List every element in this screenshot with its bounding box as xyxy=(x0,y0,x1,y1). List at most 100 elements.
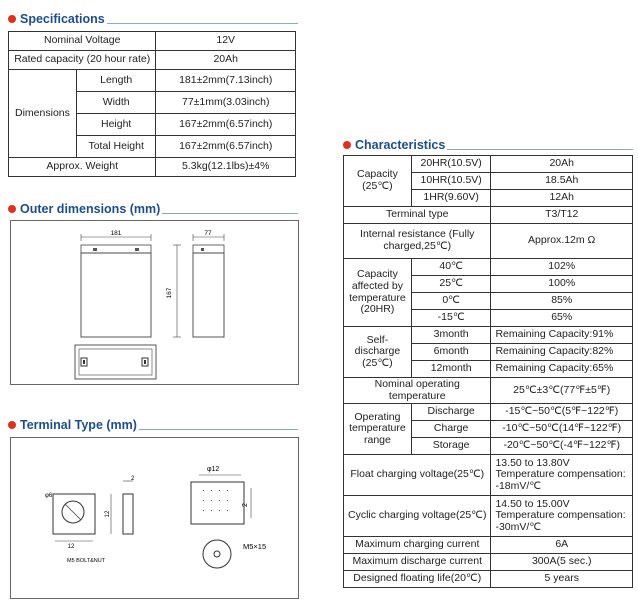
capacity-10hr-value: 18.5Ah xyxy=(490,172,633,190)
sd-3m-cond: 3month xyxy=(410,326,492,344)
op-storage-cond: Storage xyxy=(410,437,492,455)
divider xyxy=(106,22,298,24)
temp-m15-cond: -15℃ xyxy=(410,309,492,327)
section-title: Outer dimensions (mm) xyxy=(20,202,161,216)
cyclic-voltage-value: 14.50 to 15.00V Temperature compensation… xyxy=(490,495,633,537)
outer-dimensions-svg: 181 77 167 xyxy=(74,230,225,380)
divider xyxy=(447,148,633,150)
characteristics-header: Characteristics xyxy=(343,138,633,152)
temp-40-value: 102% xyxy=(490,258,633,276)
self-discharge-label: Self-discharge (25℃) xyxy=(343,326,412,378)
nut-icon xyxy=(202,539,232,569)
capacity-1hr-value: 12Ah xyxy=(490,189,633,207)
floating-life-label: Designed floating life(20℃) xyxy=(342,570,492,588)
cyclic-voltage-label: Cyclic charging voltage(25℃) xyxy=(342,495,492,537)
characteristics-table: Capacity (25℃)20HR(10.5V)20Ah 10HR(10.5V… xyxy=(342,155,633,588)
temp-0-value: 85% xyxy=(490,292,633,310)
divider xyxy=(138,428,298,430)
width-value: 77±1mm(3.03inch) xyxy=(155,91,296,114)
max-discharge-label: Maximum discharge current xyxy=(342,553,492,571)
bullet-dot-icon xyxy=(8,205,16,213)
rated-capacity-label: Rated capacity (20 hour rate) xyxy=(7,50,157,70)
temp-25-value: 100% xyxy=(490,275,633,293)
op-range-label: Operating temperature range xyxy=(343,403,412,455)
max-discharge-value: 300A(5 sec.) xyxy=(490,553,633,571)
outer-dimensions-header: Outer dimensions (mm) xyxy=(8,202,298,216)
capacity-20hr-value: 20Ah xyxy=(490,155,633,173)
terminal-icon xyxy=(201,248,204,251)
section-title: Characteristics xyxy=(355,138,446,152)
op-charge-cond: Charge xyxy=(410,420,492,438)
max-charge-value: 6A xyxy=(490,536,633,554)
capacity-20hr-cond: 20HR(10.5V) xyxy=(410,155,492,173)
section-title: Specifications xyxy=(20,12,105,26)
specifications-header: Specifications xyxy=(8,12,298,26)
float-voltage-label: Float charging voltage(25℃) xyxy=(342,454,492,496)
m5-label: M5×15 xyxy=(243,542,266,551)
nominal-temp-value: 25℃±3℃(77℉±5℉) xyxy=(490,377,633,404)
phi12-label: φ12 xyxy=(207,466,219,473)
weight-value: 5.3kg(12.1lbs)±4% xyxy=(155,157,296,177)
terminal-plate xyxy=(52,493,96,535)
dim-2-label: 2 xyxy=(242,503,249,507)
nominal-voltage-label: Nominal Voltage xyxy=(7,31,157,51)
hole-diameter-label: φ6 xyxy=(45,493,53,499)
float-voltage-value: 13.50 to 13.80V Temperature compensation… xyxy=(490,454,633,496)
temp-m15-value: 65% xyxy=(490,309,633,327)
op-charge-value: -10℃~50℃(14℉~122℉) xyxy=(490,420,633,438)
capacity-label: Capacity (25℃) xyxy=(343,155,412,207)
capacity-1hr-cond: 1HR(9.60V) xyxy=(410,189,492,207)
temp-40-cond: 40℃ xyxy=(410,258,492,276)
op-discharge-cond: Discharge xyxy=(410,403,492,421)
outer-dimensions-drawing: 181 77 167 xyxy=(10,220,299,385)
sd-6m-value: Remaining Capacity:82% xyxy=(490,343,633,361)
terminal-icon xyxy=(135,248,139,251)
terminal-type-value: T3/T12 xyxy=(490,206,633,224)
internal-resistance-label: Internal resistance (Fully charged,25℃) xyxy=(342,223,492,259)
bolt-nut-label: M5 BOLT&NUT xyxy=(67,558,106,564)
section-title: Terminal Type (mm) xyxy=(20,418,137,432)
total-height-label: Total Height xyxy=(75,135,157,158)
terminal-type-header: Terminal Type (mm) xyxy=(8,418,298,432)
battery-front-view xyxy=(80,252,152,338)
terminal-type-drawing: φ6 12 2 12 M5 BOLT&NUT φ12 2 M5×15 xyxy=(10,437,299,599)
length-label: Length xyxy=(75,69,157,92)
bullet-dot-icon xyxy=(8,421,16,429)
rated-capacity-value: 20Ah xyxy=(155,50,296,70)
terminal-side xyxy=(122,493,134,535)
terminal-block xyxy=(190,481,245,525)
length-dimension-label: 181 xyxy=(111,230,122,237)
battery-side-view xyxy=(192,252,225,338)
sd-12m-value: Remaining Capacity:65% xyxy=(490,360,633,378)
weight-label: Approx. Weight xyxy=(7,157,157,177)
terminal-icon xyxy=(93,248,97,251)
terminal-type-svg: φ6 12 2 12 M5 BOLT&NUT φ12 2 M5×15 xyxy=(45,466,266,569)
nominal-temp-label: Nominal operating temperature xyxy=(342,377,492,404)
battery-top-view xyxy=(74,344,157,380)
thickness-label: 2 xyxy=(131,476,135,482)
plate-width-label: 12 xyxy=(68,544,75,550)
op-storage-value: -20℃~50℃(-4℉~122℉) xyxy=(490,437,633,455)
temp-25-cond: 25℃ xyxy=(410,275,492,293)
sd-12m-cond: 12month xyxy=(410,360,492,378)
height-label: Height xyxy=(75,113,157,136)
sd-6m-cond: 6month xyxy=(410,343,492,361)
width-dimension-label: 77 xyxy=(204,230,212,237)
temp-capacity-label: Capacity affected by temperature (20HR) xyxy=(343,258,412,327)
bullet-dot-icon xyxy=(343,141,351,149)
height-value: 167±2mm(6.57inch) xyxy=(155,113,296,136)
battery-lid xyxy=(80,244,152,254)
total-height-value: 167±2mm(6.57inch) xyxy=(155,135,296,158)
internal-resistance-value: Approx.12m Ω xyxy=(490,223,633,259)
divider xyxy=(162,212,298,214)
plate-height-label: 12 xyxy=(105,510,111,517)
length-value: 181±2mm(7.13inch) xyxy=(155,69,296,92)
height-dimension-label: 167 xyxy=(166,287,173,298)
max-charge-label: Maximum charging current xyxy=(342,536,492,554)
bullet-dot-icon xyxy=(8,15,16,23)
nominal-voltage-value: 12V xyxy=(155,31,296,51)
floating-life-value: 5 years xyxy=(490,570,633,588)
terminal-type-label: Terminal type xyxy=(342,206,492,224)
width-label: Width xyxy=(75,91,157,114)
